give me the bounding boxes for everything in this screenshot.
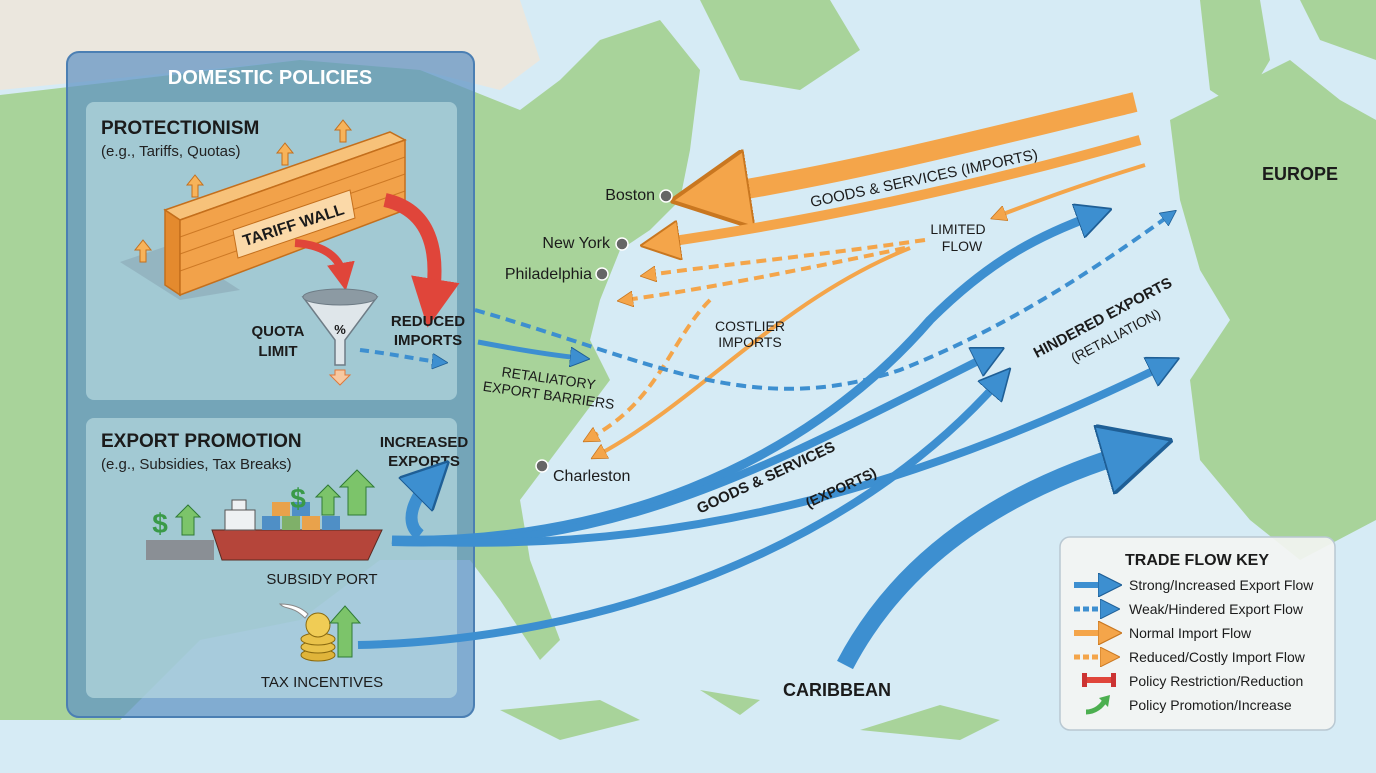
legend-item-label: Policy Promotion/Increase [1129,697,1292,713]
dollar-growth-icons: $ $ [152,469,376,539]
import-flow-charleston [598,246,911,455]
costlier-imports-label: COSTLIER [715,318,785,334]
domestic-policies-panel: DOMESTIC POLICIES PROTECTIONISM (e.g., T… [66,51,475,718]
protectionism-subtitle: (e.g., Tariffs, Quotas) [101,143,241,160]
reduced-import-philadelphia [648,238,926,275]
export-promotion-subtitle: (e.g., Subsidies, Tax Breaks) [101,456,292,473]
legend-item-label: Strong/Increased Export Flow [1129,577,1314,593]
import-flow-boston [710,92,1138,195]
subsidy-port-label: SUBSIDY PORT [266,571,377,588]
city-new-york: New York [542,235,611,252]
legend-item-label: Normal Import Flow [1129,625,1252,641]
export-promotion-title: EXPORT PROMOTION [101,431,302,452]
region-europe: EUROPE [1262,164,1338,184]
dollar-sign: $ [152,508,168,539]
legend-promotion-icon [1085,695,1110,715]
legend-item-label: Weak/Hindered Export Flow [1129,601,1304,617]
reduced-imports-label: REDUCED [391,313,465,330]
cities: Boston New York Philadelphia Charleston [505,187,673,485]
trade-flow-legend: TRADE FLOW KEY Strong/Increased Export F… [1059,536,1336,731]
export-flow-3 [391,365,1165,547]
export-flow-tax [357,380,1000,649]
city-charleston: Charleston [553,468,630,485]
legend-restriction-icon [1082,673,1116,687]
quota-label: QUOTA [251,323,304,340]
export-flows [357,215,1170,670]
reduced-import-flow [625,246,906,300]
quota-label-2: LIMIT [258,343,297,360]
up-arrows-icon [133,119,353,263]
costlier-imports-label-2: IMPORTS [718,334,782,350]
quota-arrow [294,239,355,291]
export-flow-europe [391,215,1095,545]
funnel-icon: % [301,288,379,386]
coins-icon [278,603,362,662]
city-philadelphia: Philadelphia [505,266,592,283]
dollar-sign: $ [290,483,306,514]
limited-flow-label: LIMITED [930,221,985,237]
limited-import-flow [998,163,1146,216]
hindered-export-panel [359,348,440,362]
tax-incentives-label: TAX INCENTIVES [261,674,383,691]
legend-item-label: Policy Restriction/Reduction [1129,673,1303,689]
tariff-wall-icon: TARIFF WALL [120,131,407,300]
increased-exports-arrow [412,478,432,540]
import-flows [590,92,1146,455]
city-boston: Boston [605,187,655,204]
reduced-imports-label-2: IMPORTS [394,332,462,349]
protectionism-title: PROTECTIONISM [101,118,259,139]
panel-title: DOMESTIC POLICIES [168,67,372,89]
cargo-ship-icon [146,499,383,561]
export-flow-caribbean [837,450,1138,670]
funnel-percent: % [334,322,346,337]
increased-exports-label-2: EXPORTS [388,453,460,470]
import-flow-newyork [660,135,1142,243]
legend-title: TRADE FLOW KEY [1125,552,1269,569]
reduced-imports-arrow [383,193,460,328]
legend-item-label: Reduced/Costly Import Flow [1129,649,1306,665]
costly-import-charleston [590,298,712,438]
retaliatory-export-flow [477,339,580,358]
increased-exports-label: INCREASED [380,434,469,451]
region-caribbean: CARIBBEAN [783,680,891,700]
limited-flow-label-2: FLOW [942,238,983,254]
